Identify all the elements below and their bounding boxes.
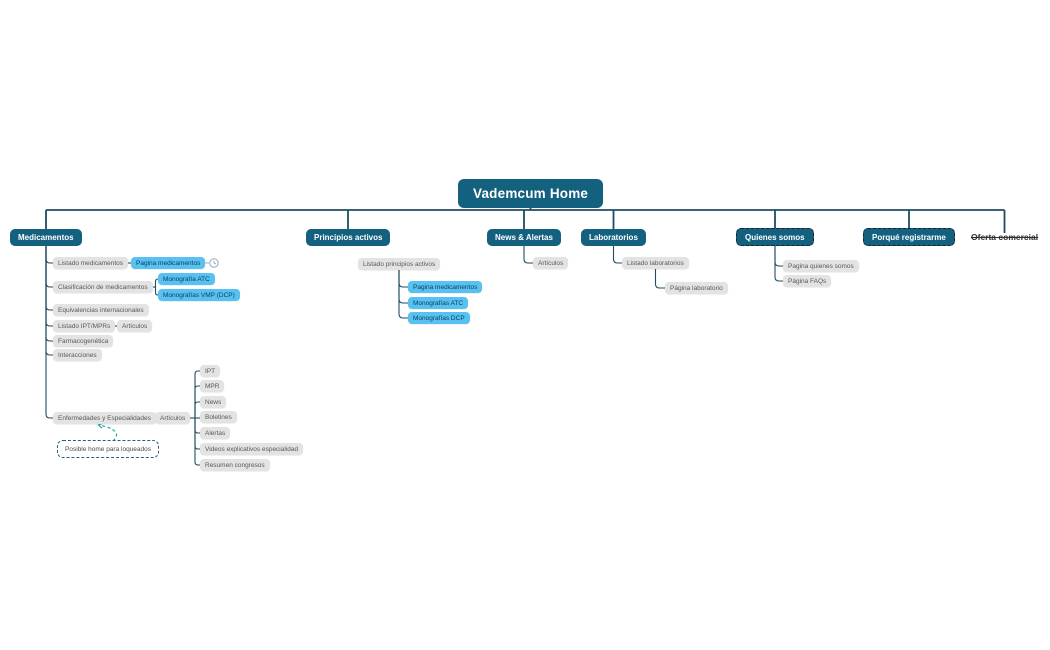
node-porque[interactable]: Porqué registrarme — [863, 228, 955, 246]
node-pm2[interactable]: Pagina medicamentos — [408, 281, 483, 293]
node-enfermedades[interactable]: Enfermedades y Especialidades — [53, 412, 156, 424]
connector — [45, 245, 53, 342]
node-resumen[interactable]: Resumen congresos — [200, 459, 270, 471]
node-news[interactable]: News & Alertas — [487, 229, 561, 246]
connector — [97, 422, 118, 442]
node-articulos-news[interactable]: Artículos — [533, 257, 569, 269]
node-monografia-atc[interactable]: Monografía ATC — [158, 273, 215, 285]
connector — [654, 268, 665, 289]
node-root[interactable]: Vademcum Home — [458, 179, 604, 208]
connector — [774, 245, 783, 282]
connector — [774, 245, 783, 267]
connector — [45, 245, 53, 264]
connector — [398, 269, 408, 304]
node-monografias-vmp[interactable]: Monografías VMP (DCP) — [158, 289, 240, 301]
node-articulos-1[interactable]: Artículos — [117, 320, 153, 332]
node-medicamentos[interactable]: Medicamentos — [10, 229, 82, 246]
node-pagina-laboratorio[interactable]: Página laboratorio — [665, 282, 728, 294]
node-quienes[interactable]: Quienes somos — [736, 228, 814, 246]
node-pagina-medicamentos[interactable]: Pagina medicamentos — [131, 257, 206, 269]
connector — [45, 245, 53, 311]
node-interacciones[interactable]: Interacciones — [53, 349, 102, 361]
connector — [45, 245, 53, 327]
node-clasificacion[interactable]: Clasificación de medicamentos — [53, 281, 153, 293]
node-articulos-2[interactable]: Artículos — [155, 412, 191, 424]
node-laboratorios[interactable]: Laboratorios — [581, 229, 646, 246]
connector — [398, 269, 408, 319]
connector — [45, 245, 53, 356]
node-note[interactable]: Posible home para loqueados — [57, 440, 160, 458]
node-md2[interactable]: Monografías DCP — [408, 312, 470, 324]
node-principios[interactable]: Principios activos — [306, 229, 391, 246]
node-videos[interactable]: Videos explicativos especialidad — [200, 443, 304, 455]
node-farmaco[interactable]: Farmacogenética — [53, 335, 114, 347]
node-oferta[interactable]: Oferta comercial — [971, 232, 1039, 242]
node-news-sub[interactable]: News — [200, 396, 227, 408]
node-pagina-faqs[interactable]: Página FAQs — [783, 275, 832, 287]
node-listado-laboratorios[interactable]: Listado laboratorios — [622, 257, 689, 269]
node-ipt-mprs[interactable]: Listado IPT/MPRs — [53, 320, 116, 332]
connector — [612, 245, 622, 264]
connector — [523, 245, 533, 264]
node-boletines[interactable]: Boletines — [200, 411, 237, 423]
node-listado-principios[interactable]: Listado principios activos — [358, 258, 441, 270]
node-listado-med[interactable]: Listado medicamentos — [53, 257, 129, 269]
node-ipt[interactable]: IPT — [200, 365, 221, 377]
node-mpr[interactable]: MPR — [200, 380, 225, 392]
connector — [45, 245, 53, 288]
connector — [45, 245, 53, 419]
connector — [398, 269, 408, 288]
connector — [194, 418, 200, 466]
clock-icon — [209, 258, 219, 268]
node-pagina-quienes[interactable]: Pagina quienes somos — [783, 260, 859, 272]
connector — [194, 370, 200, 418]
node-ma2[interactable]: Monografías ATC — [408, 297, 469, 309]
node-alertas[interactable]: Alertas — [200, 427, 231, 439]
node-equivalencias[interactable]: Equivalencias internacionales — [53, 304, 149, 316]
